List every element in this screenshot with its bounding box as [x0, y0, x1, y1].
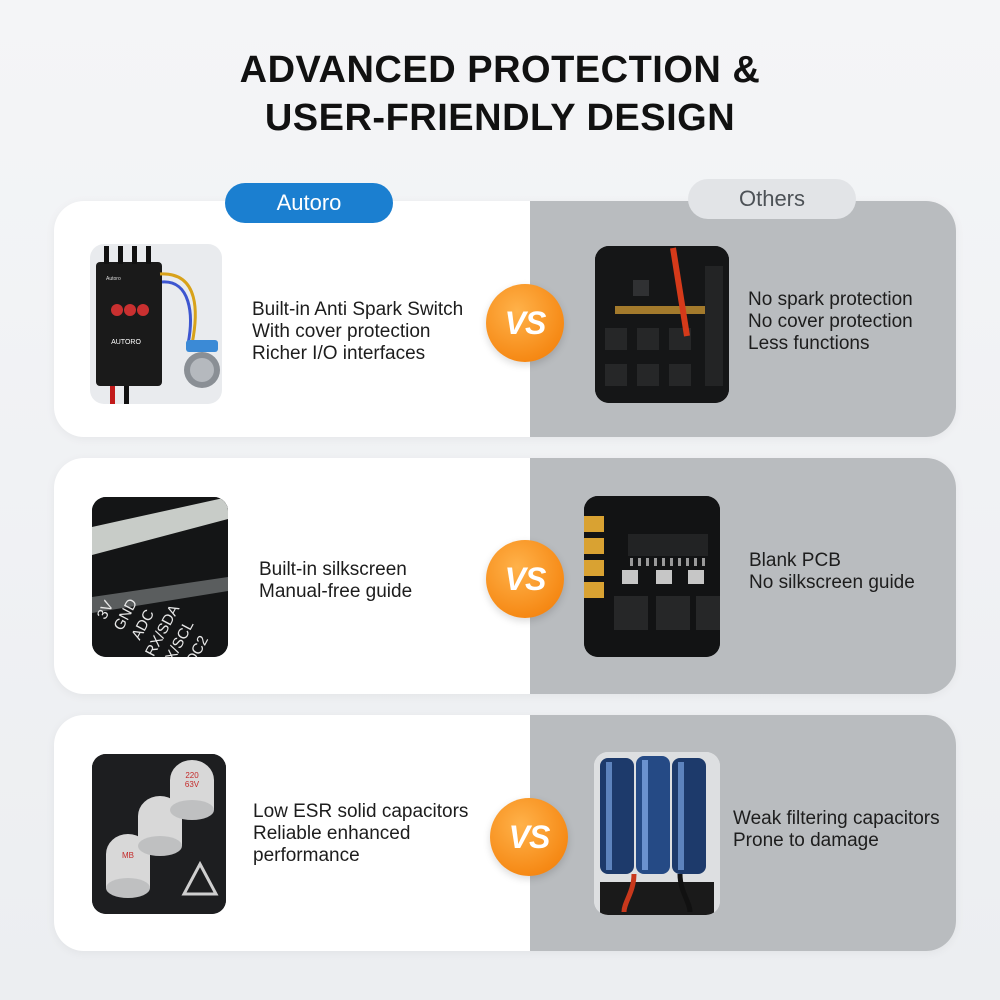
autoro-description: Low ESR solid capacitors Reliable enhanc…: [253, 801, 468, 867]
others-line: Less functions: [748, 333, 870, 354]
autoro-line: With cover protection: [252, 321, 431, 342]
others-line: Prone to damage: [733, 830, 879, 851]
others-description: No spark protection No cover protection …: [748, 289, 913, 355]
autoro-line: Low ESR solid capacitors: [253, 801, 469, 822]
headline: ADVANCED PROTECTION & USER-FRIENDLY DESI…: [0, 46, 1000, 142]
others-line: Blank PCB: [749, 550, 841, 571]
others-line: Weak filtering capacitors: [733, 808, 940, 829]
autoro-line: Richer I/O interfaces: [252, 343, 426, 364]
capacitor-voltage-text: 63V: [185, 780, 200, 789]
others-description: Blank PCB No silkscreen guide: [749, 550, 915, 594]
others-description: Weak filtering capacitors Prone to damag…: [733, 808, 940, 852]
comparison-row-capacitors: 220 63V MB Low ESR solid capacitors Reli…: [54, 715, 956, 951]
others-line: No spark protection: [748, 289, 913, 310]
others-capacitor-image: [594, 752, 720, 915]
autoro-capacitor-image: 220 63V MB: [92, 754, 226, 914]
autoro-description: Built-in Anti Spark Switch With cover pr…: [252, 299, 463, 365]
vs-badge: VS: [490, 798, 568, 876]
vs-badge: VS: [486, 540, 564, 618]
vs-badge: VS: [486, 284, 564, 362]
others-line: No cover protection: [748, 311, 913, 332]
capacitor-value-text: 220: [185, 771, 199, 780]
autoro-line: performance: [253, 845, 360, 866]
autoro-line: Built-in silkscreen: [259, 559, 407, 580]
others-line: No silkscreen guide: [749, 572, 915, 593]
others-blank-pcb-image: [584, 496, 720, 657]
capacitor-code-text: MB: [122, 851, 134, 860]
autoro-line: Manual-free guide: [259, 581, 413, 602]
headline-line-1: ADVANCED PROTECTION &: [239, 49, 761, 91]
autoro-silkscreen-image: 3V GND ADC RX/SDA TX/SCL ADC2: [92, 497, 228, 657]
autoro-description: Built-in silkscreen Manual-free guide: [259, 559, 412, 603]
comparison-row-silkscreen: 3V GND ADC RX/SDA TX/SCL ADC2 Built-in s…: [54, 458, 956, 694]
autoro-label: Autoro: [225, 183, 393, 223]
others-esc-image-1: [595, 246, 729, 403]
others-label: Others: [688, 179, 856, 219]
autoro-logo-text: AUTORO: [111, 339, 141, 346]
headline-line-2: USER-FRIENDLY DESIGN: [264, 97, 736, 139]
autoro-line: Built-in Anti Spark Switch: [252, 299, 464, 320]
autoro-small-brand-text: Autoro: [106, 276, 121, 282]
autoro-esc-image: AUTORO Autoro: [90, 244, 222, 404]
autoro-line: Reliable enhanced: [253, 823, 411, 844]
comparison-row-anti-spark: AUTORO Autoro Built-in Anti Spark Switch…: [54, 201, 956, 437]
silkscreen-3v: 3V: [94, 598, 118, 622]
